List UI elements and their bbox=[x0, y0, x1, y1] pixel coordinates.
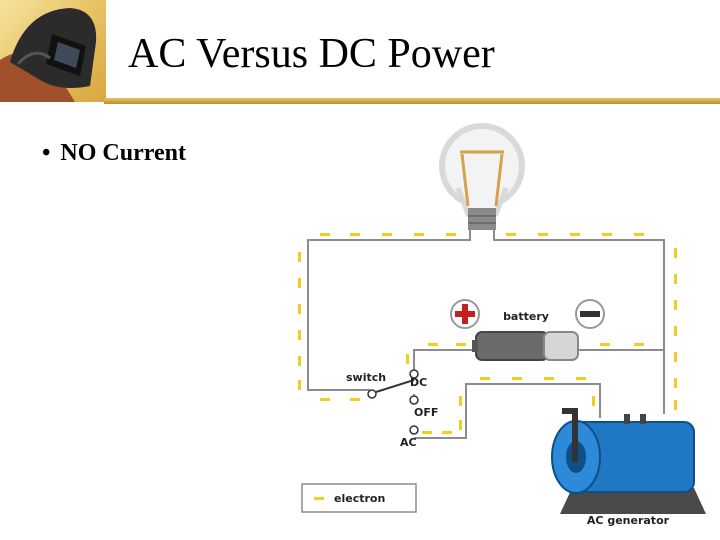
light-bulb-icon bbox=[439, 123, 525, 230]
dc-label: DC bbox=[410, 376, 427, 389]
switch-label: switch bbox=[346, 371, 386, 384]
legend-label: electron bbox=[334, 492, 385, 505]
legend bbox=[301, 483, 417, 513]
battery-icon bbox=[472, 331, 579, 361]
plus-icon bbox=[450, 299, 480, 329]
welder-logo bbox=[0, 0, 106, 102]
battery-label: battery bbox=[503, 310, 549, 323]
off-label: OFF bbox=[414, 406, 438, 419]
circuit-wires bbox=[307, 230, 665, 439]
bullet-item: • NO Current bbox=[42, 140, 186, 167]
electron-markers bbox=[298, 233, 677, 434]
bullet-text: NO Current bbox=[60, 140, 186, 166]
ac-generator-icon bbox=[551, 408, 706, 514]
circuit-diagram: battery switch DC OFF AC electron bbox=[290, 118, 710, 534]
slide-title: AC Versus DC Power bbox=[128, 31, 495, 77]
minus-icon bbox=[575, 299, 605, 329]
generator-label: AC generator bbox=[587, 514, 670, 527]
switch-icon bbox=[367, 369, 419, 435]
ac-label: AC bbox=[400, 436, 417, 449]
bullet-list: • NO Current bbox=[42, 140, 186, 167]
bullet-marker: • bbox=[42, 140, 51, 166]
header-divider bbox=[104, 98, 720, 104]
